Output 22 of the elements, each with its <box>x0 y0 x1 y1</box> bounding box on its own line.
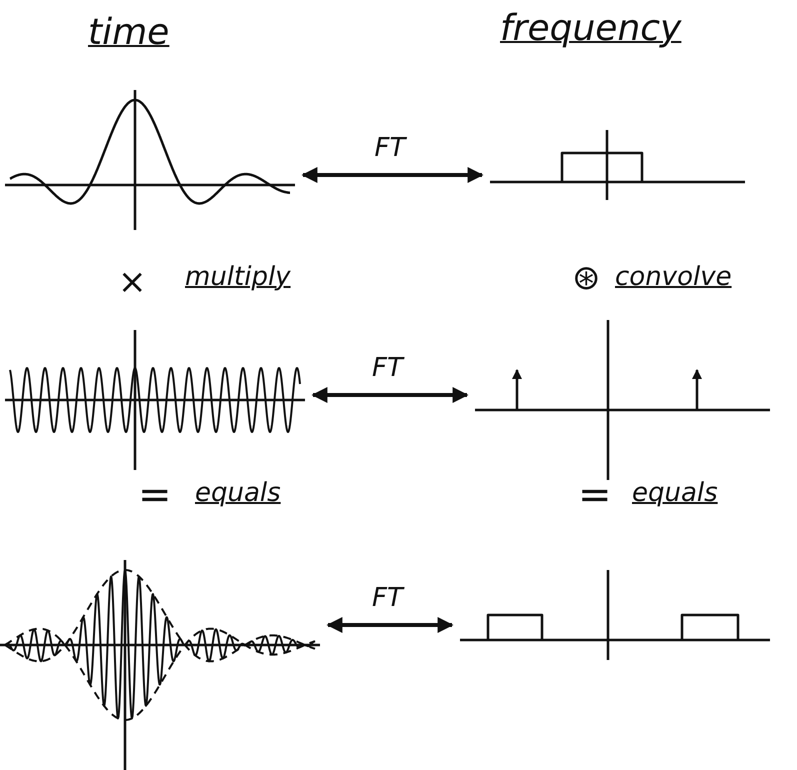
edge-label: FT <box>372 353 403 383</box>
operation-label: equals <box>632 478 718 508</box>
double-arrow <box>311 387 469 403</box>
edge-label: FT <box>372 583 403 613</box>
column-heading: frequency <box>500 8 682 49</box>
double-arrow <box>326 617 454 633</box>
column-heading: time <box>88 12 170 53</box>
double-arrow <box>301 167 484 183</box>
edge-label: FT <box>374 133 406 163</box>
operation-label: equals <box>195 478 281 508</box>
sinc-wave-drawing <box>5 90 295 230</box>
operation-label: convolve <box>615 262 732 292</box>
modulated-sinc-drawing <box>0 560 320 770</box>
shifted-rectangles-drawing <box>460 570 770 660</box>
convolve-symbol: ⊛ <box>572 258 600 298</box>
operation-label: multiply <box>185 262 291 292</box>
equals-symbol: = <box>578 472 612 518</box>
impulse-pair-drawing <box>475 320 770 480</box>
rectangle-spectrum-drawing <box>490 130 745 200</box>
equals-symbol: = <box>138 472 172 518</box>
cosine-wave-drawing <box>5 330 305 470</box>
multiply-symbol: × <box>118 262 146 302</box>
